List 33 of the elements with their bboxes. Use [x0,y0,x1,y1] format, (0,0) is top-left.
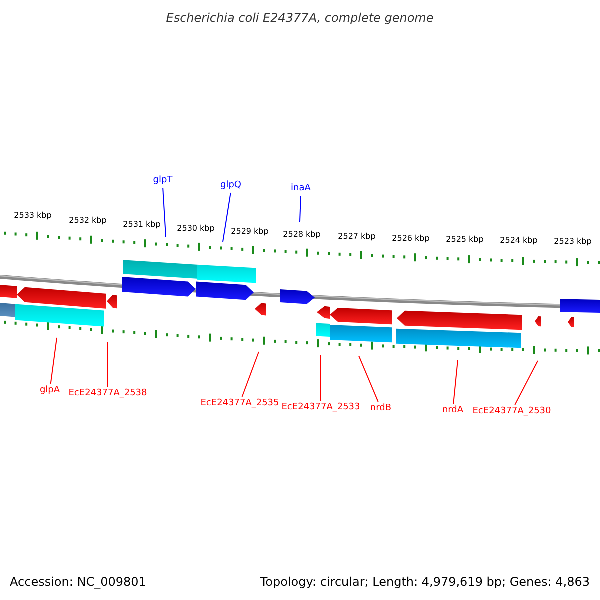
scale-label: 2526 kbp [392,235,430,243]
leader-line [514,360,538,406]
gene-label: glpQ [220,182,242,190]
scale-label: 2529 kbp [231,228,269,236]
leader-line [300,196,302,222]
scale-label: 2533 kbp [14,212,52,220]
gene-label: inaA [291,184,311,194]
gene-label: EcE24377A_2535 [200,400,280,408]
scale-label: 2523 kbp [554,238,592,246]
gene-label: nrdB [370,404,392,414]
scale-label: 2525 kbp [446,236,484,244]
leader-line [320,354,322,402]
leader-line [358,356,379,402]
gene-label: EcE24377A_2533 [282,404,360,412]
gene-label: glpT [153,176,173,186]
gene-label: nrdA [442,406,464,416]
scale-label: 2530 kbp [177,225,215,233]
leader-line [162,188,166,238]
scale-label: 2524 kbp [500,237,538,245]
gene-label: EcE24377A_2538 [68,390,148,398]
scale-label: 2532 kbp [69,217,107,225]
accession-text: Accession: NC_009801 [10,576,146,588]
leader-line [453,360,458,404]
scale-label: 2527 kbp [338,233,376,241]
gene-label: glpA [40,386,60,396]
leader-line [222,192,232,242]
leader-line [242,352,260,398]
genome-info-text: Topology: circular; Length: 4,979,619 bp; Genes: 4,863 [260,576,590,588]
leader-line [50,338,58,384]
title: Escherichia coli E24377A, complete genome [166,12,434,24]
scale-label: 2528 kbp [283,231,321,239]
scale-label: 2531 kbp [123,221,161,229]
gene-label: EcE24377A_2530 [472,408,552,416]
